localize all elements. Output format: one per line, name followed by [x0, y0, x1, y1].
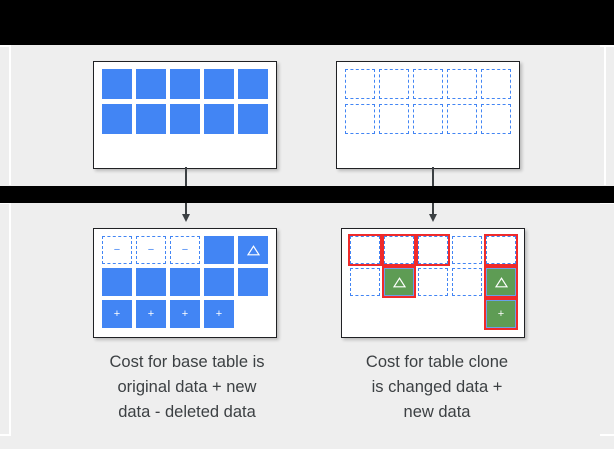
- table-cell-r2-c2: [382, 266, 416, 298]
- triangle-icon: [392, 276, 406, 288]
- caption-table-clone-line-2: is changed data +: [371, 378, 503, 396]
- table-cell-r3-c1: +: [102, 300, 132, 328]
- table-cell-r3-c2: [384, 300, 414, 328]
- table-cell-r2-c1: [102, 104, 132, 134]
- table-cell-r3-c1: [350, 300, 380, 328]
- table-cell-r2-c1: [345, 104, 375, 134]
- caption-table-clone: Cost for table clone is changed data + n…: [312, 350, 562, 425]
- table-cell-r1-c4: [204, 236, 234, 264]
- table-clone-after-grid: +: [348, 234, 518, 330]
- minus-icon: −: [113, 243, 121, 256]
- table-cell-r1-c3: [416, 234, 450, 266]
- table-cell-r3-c4: [452, 300, 482, 328]
- page-edge-strip-right-bottom: [600, 434, 614, 436]
- minus-icon: −: [181, 243, 189, 256]
- table-cell-r1-c2: [136, 69, 166, 99]
- table-cell-r1-c1: [102, 69, 132, 99]
- table-cell-r2-c2: [136, 268, 166, 296]
- table-cell-r1-c5: [481, 69, 511, 99]
- page-edge-strip-right-top: [600, 45, 614, 47]
- page-edge-strip-right-mid: [600, 202, 614, 204]
- occlusion-band-top: [0, 0, 614, 45]
- table-cell-r1-c2: [382, 234, 416, 266]
- caption-base-table-line-2: original data + new: [117, 378, 257, 396]
- table-cell-r1-c2: [379, 69, 409, 99]
- table-cell-r2-c4: [452, 268, 482, 296]
- minus-icon: −: [147, 243, 155, 256]
- base-table-initial-panel: [93, 61, 277, 169]
- caption-table-clone-line-1: Cost for table clone: [365, 353, 509, 371]
- table-cell-r3-c2: +: [136, 300, 166, 328]
- page-edge-strip-right: [604, 46, 606, 185]
- table-cell-r1-c5: [484, 234, 518, 266]
- caption-base-table: Cost for base table is original data + n…: [62, 350, 312, 425]
- caption-table-clone-line-3: new data: [403, 403, 471, 421]
- table-cell-r1-c2: −: [136, 236, 166, 264]
- table-cell-r1-c3: [170, 69, 200, 99]
- page-edge-strip-left-lower: [9, 204, 11, 436]
- page-edge-strip-left-bottom: [0, 434, 11, 436]
- occlusion-band-middle: [0, 186, 614, 203]
- triangle-icon: [494, 276, 508, 288]
- table-cell-r1-c4: [447, 69, 477, 99]
- table-cell-r2-c1: [102, 268, 132, 296]
- table-cell-r3-c5: [238, 300, 268, 328]
- page-edge-strip-left-mid: [0, 202, 11, 204]
- table-cell-r2-c2: [136, 104, 166, 134]
- table-clone-initial-panel: [336, 61, 520, 169]
- table-cell-r1-c5: [238, 69, 268, 99]
- page-edge-strip-left: [9, 46, 11, 185]
- table-cell-r2-c5: [481, 104, 511, 134]
- table-cell-r2-c4: [447, 104, 477, 134]
- table-cell-r3-c4: +: [204, 300, 234, 328]
- base-table-after-grid: − − − + + + +: [102, 236, 268, 328]
- plus-icon: +: [497, 307, 505, 320]
- table-cell-r1-c3: [413, 69, 443, 99]
- plus-icon: +: [215, 307, 223, 320]
- table-cell-r1-c1: [345, 69, 375, 99]
- table-cell-r2-c1: [350, 268, 380, 296]
- table-cell-r2-c3: [170, 268, 200, 296]
- table-clone-after-panel: +: [341, 228, 525, 338]
- plus-icon: +: [113, 307, 121, 320]
- table-cell-r3-c5: +: [484, 298, 518, 330]
- table-cell-r3-c3: +: [170, 300, 200, 328]
- base-table-initial-grid: [102, 69, 268, 134]
- table-cell-r3-c3: [418, 300, 448, 328]
- plus-icon: +: [181, 307, 189, 320]
- table-cell-r2-c3: [413, 104, 443, 134]
- page-edge-strip-left-top: [0, 45, 11, 47]
- table-clone-initial-grid: [345, 69, 511, 134]
- table-cell-r1-c3: −: [170, 236, 200, 264]
- plus-icon: +: [147, 307, 155, 320]
- table-cell-r2-c3: [418, 268, 448, 296]
- table-cell-r1-c1: −: [102, 236, 132, 264]
- table-cell-r1-c5: [238, 236, 268, 264]
- table-cell-r2-c3: [170, 104, 200, 134]
- table-cell-r2-c5: [238, 268, 268, 296]
- triangle-icon: [246, 244, 260, 256]
- table-cell-r2-c2: [379, 104, 409, 134]
- caption-base-table-line-1: Cost for base table is: [109, 353, 265, 371]
- base-table-after-panel: − − − + + + +: [93, 228, 277, 338]
- table-cell-r2-c4: [204, 268, 234, 296]
- table-cell-r2-c5: [484, 266, 518, 298]
- table-cell-r2-c4: [204, 104, 234, 134]
- caption-base-table-line-3: data - deleted data: [118, 403, 256, 421]
- table-cell-r1-c4: [204, 69, 234, 99]
- table-cell-r1-c1: [348, 234, 382, 266]
- table-cell-r1-c4: [452, 236, 482, 264]
- table-cell-r2-c5: [238, 104, 268, 134]
